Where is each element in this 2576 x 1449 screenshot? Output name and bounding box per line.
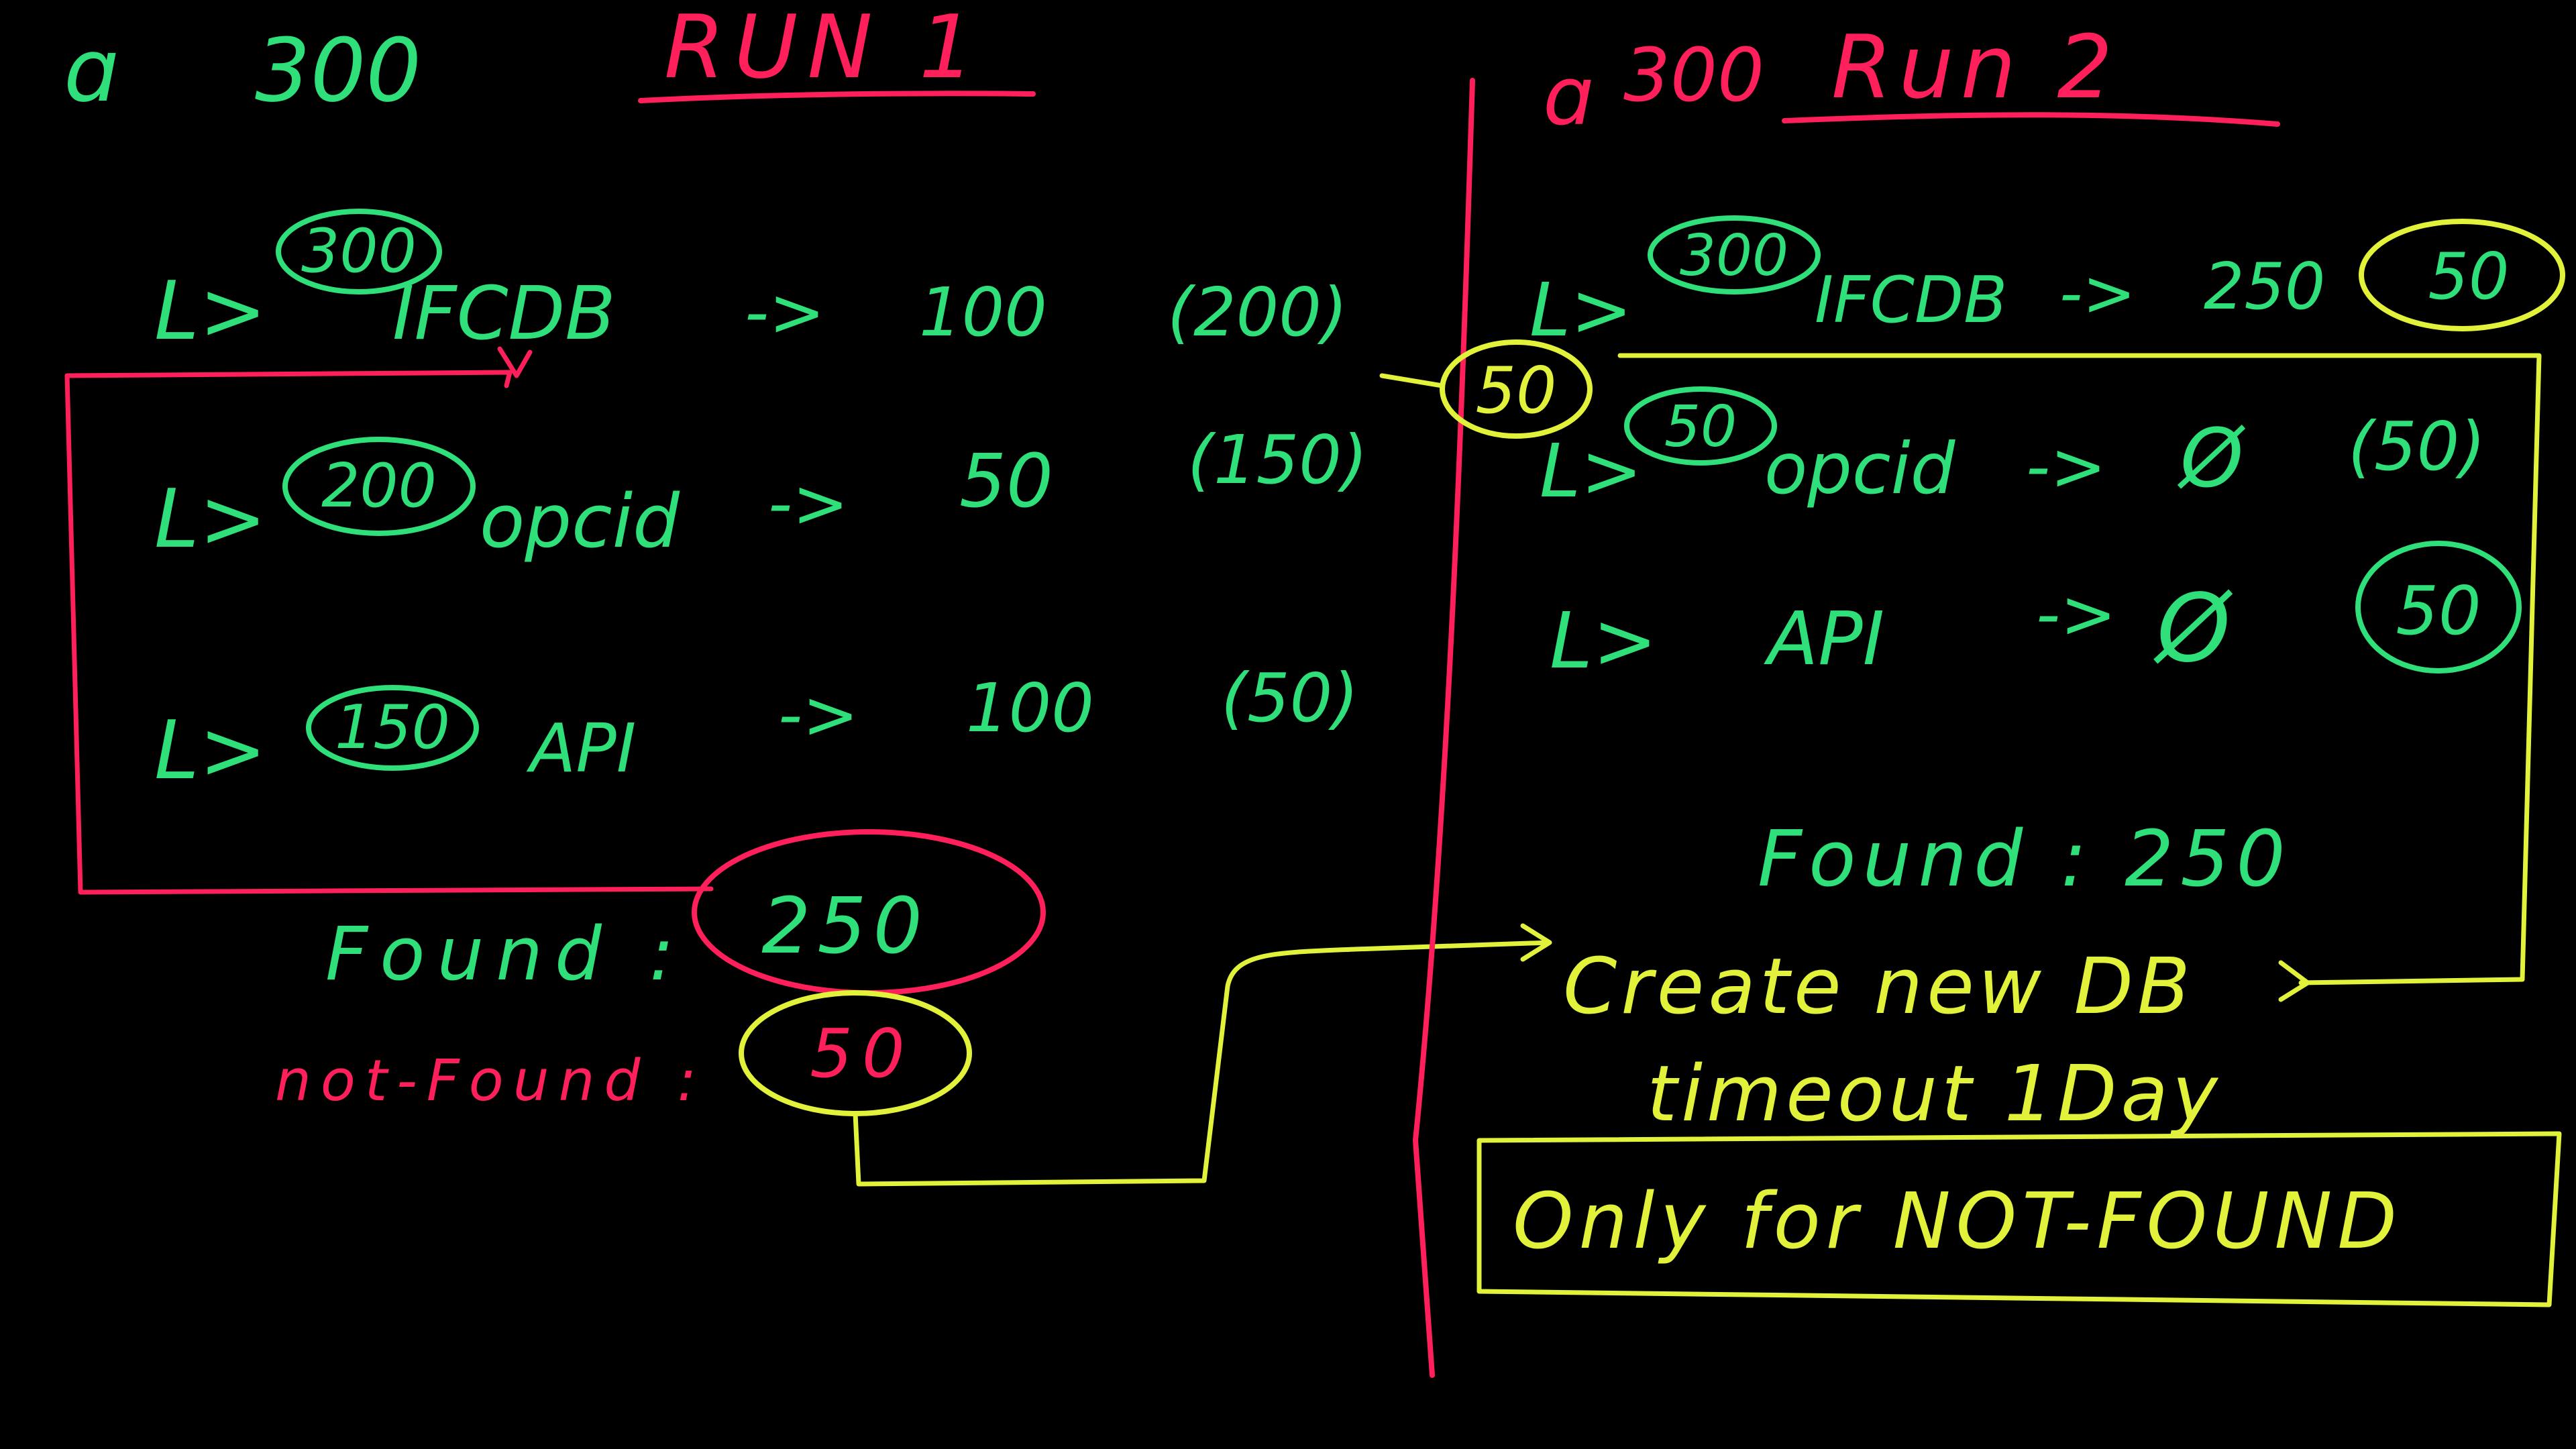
run1-row1-remaining: (200) — [1167, 273, 1348, 352]
run1-row2-found: 50 — [959, 438, 1053, 524]
run2-row3-arrow: L> — [1550, 596, 1657, 686]
run1-row1-arrow: L> — [154, 265, 266, 358]
run2-row1-remaining: 50 — [2428, 240, 2510, 314]
run1-row3-input: 150 — [335, 692, 450, 763]
run1-row3-source: API — [526, 709, 636, 788]
run1-row3-input-circle — [306, 685, 479, 771]
run2-row2-input: 50 — [1664, 394, 1737, 460]
run1-not-found-label: not-Found : — [275, 1048, 706, 1114]
run2-row2-source: opcid — [1764, 428, 1956, 510]
run2-title-underline — [1782, 112, 2280, 127]
run1-row2-input: 200 — [321, 451, 437, 521]
run2-only-text: Only for NOT-FOUND — [1513, 1177, 2402, 1267]
run2-row2-arrow: L> — [1540, 428, 1642, 514]
run2-loop-box — [1617, 353, 2542, 1002]
run2-row2-remaining: (50) — [2348, 407, 2485, 486]
run1-title: RUN 1 — [664, 0, 984, 98]
run1-row1-to: -> — [745, 273, 825, 352]
run-divider — [1412, 78, 1475, 1378]
run2-only-box — [1477, 1131, 2562, 1307]
run2-header-count: 300 — [1623, 32, 1764, 118]
run1-loop-box — [64, 346, 714, 895]
run2-section: ɑ 300 Run 2 50 L> 300 IFCDB -> 250 50 L>… — [1379, 16, 2565, 1307]
run1-row2-to: -> — [768, 464, 849, 543]
run2-row2-input-circle — [1624, 386, 1777, 466]
notfound-to-create-arrow — [853, 923, 1552, 1187]
run1-row1-source: IFCDB — [392, 270, 616, 356]
run2-side-value: 50 — [1476, 354, 1557, 428]
run2-row2-to: -> — [2026, 427, 2106, 506]
run1-row2-arrow: L> — [154, 473, 266, 566]
run1-row1-found: 100 — [919, 273, 1047, 352]
run2-found-label: Found : 250 — [1758, 814, 2292, 904]
run1-row3-remaining: (50) — [1221, 659, 1358, 737]
run1-row3-arrow: L> — [154, 704, 266, 798]
run2-row1-arrow: L> — [1529, 267, 1632, 353]
run2-header-prefix: ɑ — [1543, 50, 1594, 144]
run1-section: ɑ 300 RUN 1 L> 300 IFCDB -> 100 (200) L>… — [64, 0, 1552, 1187]
run2-row1-remaining-circle — [2359, 219, 2565, 331]
run2-row3-source: API — [1764, 596, 1884, 682]
run1-row2-input-circle — [282, 437, 476, 536]
run1-not-found-value: 50 — [810, 1014, 914, 1093]
run1-row2-source: opcid — [480, 478, 680, 564]
run1-row1-input: 300 — [301, 216, 417, 286]
run2-row3-remaining-circle — [2355, 541, 2522, 674]
run1-row1-input-circle — [276, 209, 442, 294]
run1-header-count: 300 — [255, 19, 421, 121]
run2-row1-input-circle — [1648, 215, 1821, 294]
run2-title: Run 2 — [1831, 16, 2119, 118]
run2-side-circle — [1440, 339, 1593, 439]
run2-row1-input: 300 — [1680, 223, 1788, 289]
run2-side-connector — [1379, 373, 1445, 388]
run2-row3-found: Ø — [2153, 574, 2233, 684]
run2-row3-remaining: 50 — [2396, 572, 2481, 650]
run2-row2-found: Ø — [2177, 413, 2246, 506]
run1-row2-remaining: (150) — [1187, 421, 1368, 499]
run1-header-prefix: ɑ — [64, 19, 119, 121]
run1-found-value: 250 — [761, 881, 929, 971]
run1-found-label: Found : — [325, 911, 686, 997]
run2-row1-to: -> — [2059, 257, 2136, 331]
run1-title-underline — [638, 91, 1036, 103]
run2-timeout-text: timeout 1Day — [1647, 1049, 2222, 1139]
run1-row3-to: -> — [778, 676, 859, 754]
run2-row3-to: -> — [2036, 575, 2116, 653]
run1-row3-found: 100 — [966, 669, 1094, 747]
run2-row1-found: 250 — [2204, 250, 2325, 324]
run2-create-text: Create new DB — [1563, 942, 2194, 1032]
run2-row1-source: IFCDB — [1815, 264, 2007, 337]
